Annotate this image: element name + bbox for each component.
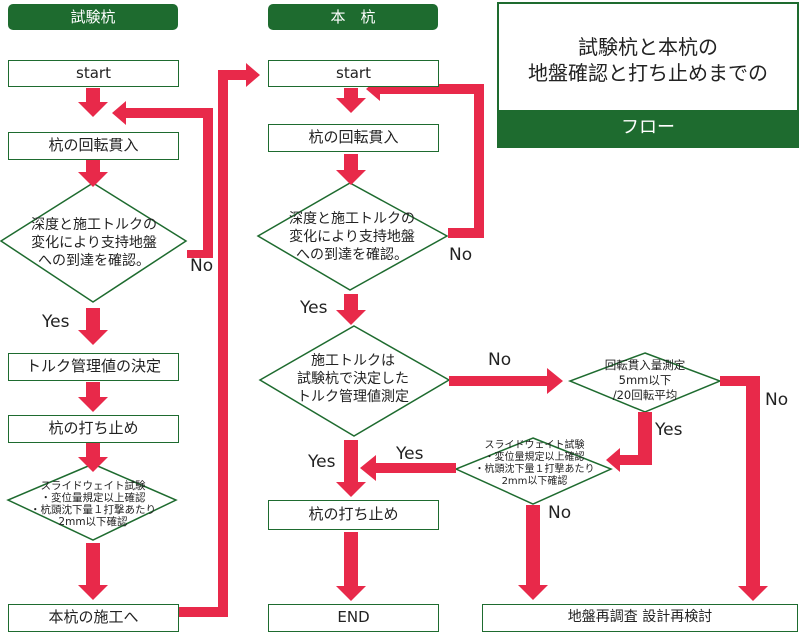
trial-to-main-box: 本杭の施工へ: [8, 604, 179, 632]
main-no-slide-label: No: [548, 503, 572, 523]
main-check-diamond: [256, 182, 449, 291]
trial-check-diamond: [0, 182, 188, 303]
main-yes-check-label: Yes: [300, 298, 328, 318]
rotation-yes-label: Yes: [655, 420, 683, 440]
title-panel: 試験杭と本杭の 地盤確認と打ち止めまでの フロー: [497, 2, 799, 148]
torque-diamond: [258, 325, 451, 437]
main-penetration-box: 杭の回転貫入: [268, 124, 439, 152]
main-slide-diamond: [454, 437, 613, 505]
decision-diamonds: [0, 182, 723, 541]
trial-slide-weight-text: スライドウェイト試験 ・変位量規定以上確認 ・杭頭沈下量１打撃あたり 2mm以下…: [30, 480, 156, 528]
arrow-shapes: [78, 63, 768, 617]
rotation-no-label: No: [765, 390, 789, 410]
trial-slide-diamond: [6, 463, 178, 541]
trial-penetration-box: 杭の回転貫入: [8, 132, 179, 160]
trial-check-text: 深度と施工トルクの 変化により支持地盤 への到達を確認。: [31, 217, 157, 269]
trial-start-box: start: [8, 60, 179, 87]
diagram-title-sub: フロー: [499, 110, 797, 146]
main-yes-slide-label: Yes: [396, 444, 424, 464]
trial-torque-decide-box: トルク管理値の決定: [8, 353, 179, 381]
main-stop-box: 杭の打ち止め: [268, 500, 439, 530]
trial-stop-box: 杭の打ち止め: [8, 415, 179, 443]
reinvestigate-box: 地盤再調査 設計再検討: [482, 604, 798, 632]
torque-measure-text: 施工トルクは 試験杭で決定した トルク管理値測定: [297, 353, 409, 405]
trial-yes-label: Yes: [42, 312, 70, 332]
trial-no-label: No: [190, 256, 214, 276]
header-trial-pile: 試験杭: [8, 4, 178, 30]
main-yes-torque-label: Yes: [308, 452, 336, 472]
rotation-check-text: 回転貫入量測定 5mm以下 /20回転平均: [604, 358, 686, 402]
main-slide-weight-text: スライドウェイト試験 ・変位量規定以上確認 ・杭頭沈下量１打撃あたり 2mm以下…: [474, 440, 595, 487]
main-check-text: 深度と施工トルクの 変化により支持地盤 への到達を確認。: [289, 211, 415, 263]
main-start-box: start: [268, 60, 439, 87]
main-no-check-label: No: [449, 245, 473, 265]
main-no-torque-label: No: [488, 350, 512, 370]
diagram-title: 試験杭と本杭の 地盤確認と打ち止めまでの: [528, 35, 768, 85]
end-box: END: [268, 604, 439, 632]
header-main-pile: 本 杭: [268, 4, 438, 30]
